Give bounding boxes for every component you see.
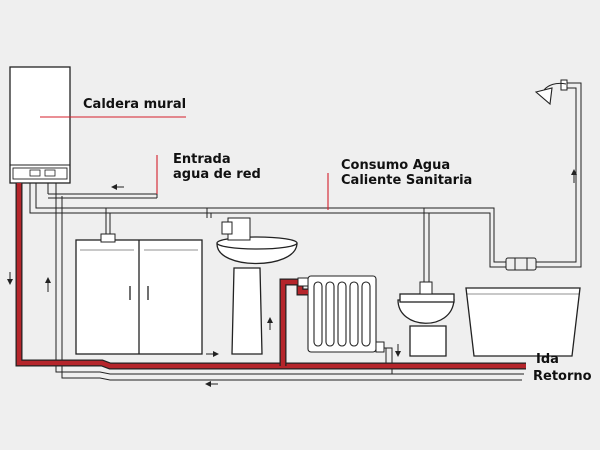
boiler-label: Caldera mural <box>83 97 187 112</box>
cabinet <box>75 233 203 355</box>
inlet-label-line1: Entrada <box>173 152 231 167</box>
washbasin <box>216 217 298 355</box>
shower-pipe <box>505 79 582 271</box>
bathtub <box>465 287 581 357</box>
boiler-connections <box>21 183 57 210</box>
inlet-label-line2: agua de red <box>173 167 261 182</box>
inlet-label: Entrada agua de red <box>173 152 261 182</box>
toilet <box>397 281 455 357</box>
shower-head <box>534 82 567 106</box>
radiator <box>307 275 377 353</box>
radiator-valves <box>297 277 385 353</box>
dhw-pipe <box>29 204 506 282</box>
dhw-label-line1: Consumo Agua <box>341 158 451 173</box>
flow-arrows <box>7 169 577 387</box>
leader-lines <box>40 116 329 210</box>
return-label: Retorno <box>533 369 592 384</box>
inlet-pipe <box>48 193 158 199</box>
dhw-label-line2: Caliente Sanitaria <box>341 173 473 188</box>
wall-boiler <box>9 66 71 184</box>
flow-label: Ida <box>536 352 559 367</box>
dhw-label: Consumo Agua Caliente Sanitaria <box>341 158 472 188</box>
